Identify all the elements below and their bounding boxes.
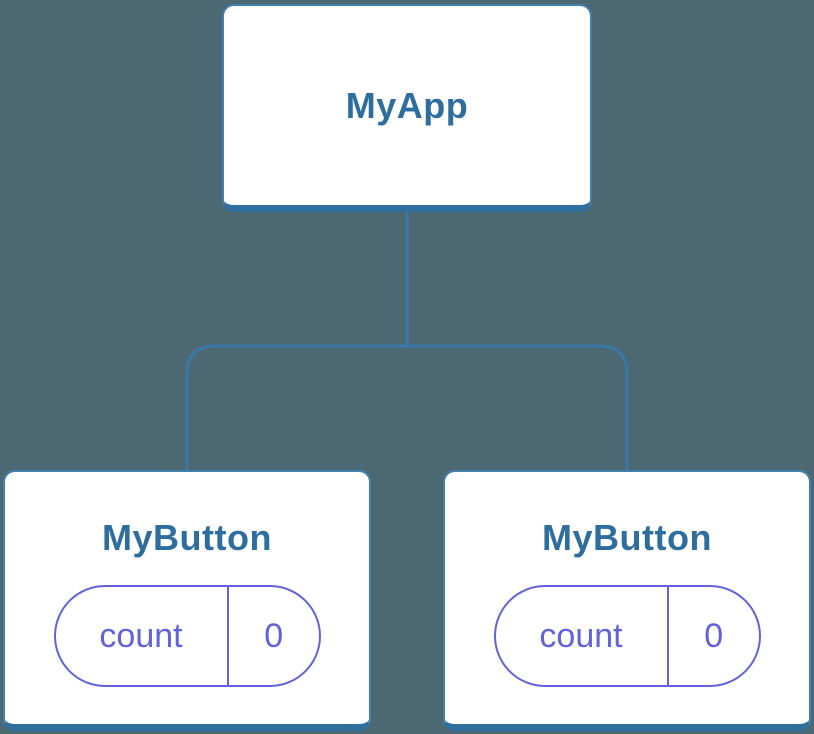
node-mybutton-left: MyButton count 0 <box>3 470 371 731</box>
state-value: 0 <box>264 616 284 655</box>
state-pill: count 0 <box>53 585 321 688</box>
state-key-label: count <box>99 616 183 655</box>
state-pill-divider <box>666 587 669 686</box>
node-label: MyButton <box>102 517 272 558</box>
connector-bracket <box>185 344 629 471</box>
state-value: 0 <box>704 616 724 655</box>
node-mybutton-right: MyButton count 0 <box>443 470 811 731</box>
state-pill-divider <box>226 587 229 686</box>
node-myapp: MyApp <box>222 4 592 212</box>
state-pill: count 0 <box>493 585 761 688</box>
node-label: MyButton <box>542 517 712 558</box>
node-label: MyApp <box>345 84 469 126</box>
state-key-label: count <box>539 616 623 655</box>
